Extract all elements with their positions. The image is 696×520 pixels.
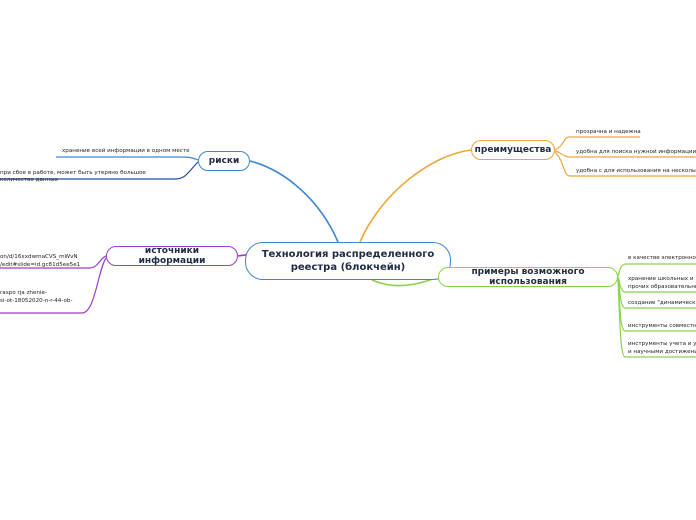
prim-leaf-3[interactable]: создание "динамическ — [628, 300, 696, 306]
prim-leaf-4[interactable]: инструменты совместн — [628, 323, 696, 329]
topic-preimushchestva-label: преимущества — [474, 145, 552, 155]
connector-riski — [249, 160, 339, 243]
connector-preim-leaf-3 — [554, 151, 696, 177]
ist-leaf-2-cont: si-ot-18052020-n-r-44-ob- — [0, 298, 73, 304]
central-topic[interactable]: Технология распределенного реестра (блок… — [245, 242, 451, 280]
connector-prim-leaf-5 — [617, 279, 696, 358]
ist-leaf-2[interactable]: raspo rja zhenie- — [0, 290, 47, 296]
preim-leaf-2[interactable]: удобна для поиска нужной информации — [576, 149, 696, 155]
topic-riski[interactable]: риски — [198, 151, 250, 171]
connector-preim-leaf-2 — [554, 150, 696, 158]
connector-preim-leaf-1 — [554, 136, 640, 151]
connector-ist-leaf-1 — [0, 255, 107, 269]
connector-riski-leaf-1 — [56, 156, 199, 161]
central-topic-label: Технология распределенного реестра (блок… — [261, 249, 435, 273]
prim-leaf-5[interactable]: инструменты учета и у — [628, 341, 696, 347]
connector-preimushchestva — [359, 149, 472, 243]
prim-leaf-1[interactable]: в качестве электронно — [628, 255, 696, 261]
connector-ist-leaf-2 — [0, 257, 107, 314]
riski-leaf-2[interactable]: при сбое в работе, может быть утеряно бо… — [0, 170, 146, 176]
topic-riski-label: риски — [208, 156, 240, 166]
preim-leaf-3[interactable]: удобна с для использования на нескольки — [576, 168, 696, 174]
prim-leaf-2-cont: прочих образовательны — [628, 284, 696, 290]
ist-leaf-1-cont: /edit#slide=id.gc81d5ee5e1 — [0, 262, 81, 268]
prim-leaf-2[interactable]: хранение школьных и — [628, 276, 694, 282]
topic-primery[interactable]: примеры возможного использования — [438, 267, 618, 287]
riski-leaf-2-cont: количество данных — [0, 177, 58, 183]
topic-primery-label: примеры возможного использования — [471, 267, 585, 287]
topic-istochniki-label: источники информации — [138, 246, 206, 266]
topic-preimushchestva[interactable]: преимущества — [471, 140, 555, 160]
connector-riski-leaf-2 — [0, 161, 199, 180]
preim-leaf-1[interactable]: прозрачна и надежна — [576, 129, 641, 135]
connector-prim-leaf-1 — [617, 263, 696, 277]
riski-leaf-1[interactable]: хранение всей информации в одном месте — [62, 148, 190, 154]
topic-istochniki[interactable]: источники информации — [106, 246, 238, 266]
prim-leaf-5-cont: и научными достижени — [628, 349, 696, 355]
ist-leaf-1[interactable]: on/d/16xxdwmaCVS_mWvN — [0, 254, 78, 260]
